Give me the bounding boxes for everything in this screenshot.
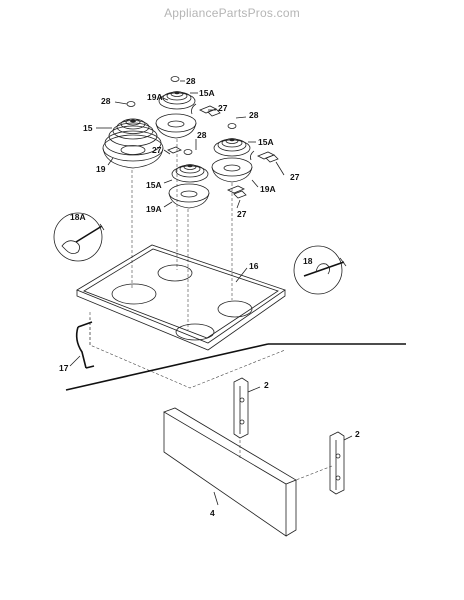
label-28: 28 xyxy=(197,130,207,140)
terminal-block-27-front[interactable] xyxy=(227,185,247,199)
leader-lines xyxy=(69,80,353,506)
label-27: 27 xyxy=(152,145,162,155)
trim-ring-28[interactable] xyxy=(126,101,136,107)
cooktop-16[interactable] xyxy=(76,244,286,351)
trim-ring-28-front[interactable] xyxy=(183,149,193,155)
label-19a: 19A xyxy=(146,204,162,214)
detail-callout-18[interactable] xyxy=(293,245,347,295)
drip-bowl-19[interactable] xyxy=(102,134,164,169)
terminal-block-27-right[interactable] xyxy=(250,150,279,163)
bracket-2-right[interactable] xyxy=(329,431,345,495)
label-15a: 15A xyxy=(258,137,274,147)
label-18a: 18A xyxy=(70,212,86,222)
label-4: 4 xyxy=(210,508,215,518)
watermark: AppliancePartsPros.com xyxy=(164,6,300,20)
label-19a: 19A xyxy=(260,184,276,194)
label-28: 28 xyxy=(249,110,259,120)
label-17: 17 xyxy=(59,363,69,373)
front-panel-4[interactable] xyxy=(163,407,297,537)
bracket-2-left[interactable] xyxy=(233,377,249,439)
label-19a: 19A xyxy=(147,92,163,102)
surface-element-15a-top[interactable] xyxy=(158,91,196,110)
trim-ring-28-top[interactable] xyxy=(170,76,180,82)
label-15: 15 xyxy=(83,123,93,133)
label-16: 16 xyxy=(249,261,259,271)
trim-ring-28-right[interactable] xyxy=(227,123,237,129)
label-15a: 15A xyxy=(199,88,215,98)
label-2: 2 xyxy=(264,380,269,390)
label-28: 28 xyxy=(101,96,111,106)
detail-callout-18a[interactable] xyxy=(53,212,105,262)
label-18: 18 xyxy=(303,256,313,266)
label-28: 28 xyxy=(186,76,196,86)
section-divider xyxy=(65,343,269,391)
label-15a: 15A xyxy=(146,180,162,190)
drip-bowl-19a-front[interactable] xyxy=(168,183,210,209)
label-19: 19 xyxy=(96,164,106,174)
label-27: 27 xyxy=(237,209,247,219)
label-2: 2 xyxy=(355,429,360,439)
drip-bowl-19a-right[interactable] xyxy=(211,157,253,183)
surface-element-15a-front[interactable] xyxy=(171,164,209,183)
support-rod-17[interactable] xyxy=(75,321,95,369)
surface-element-15a-right[interactable] xyxy=(213,138,251,157)
label-27: 27 xyxy=(218,103,228,113)
drip-bowl-19a-top[interactable] xyxy=(155,113,197,139)
terminal-block-27-left[interactable] xyxy=(167,146,182,154)
label-27: 27 xyxy=(290,172,300,182)
